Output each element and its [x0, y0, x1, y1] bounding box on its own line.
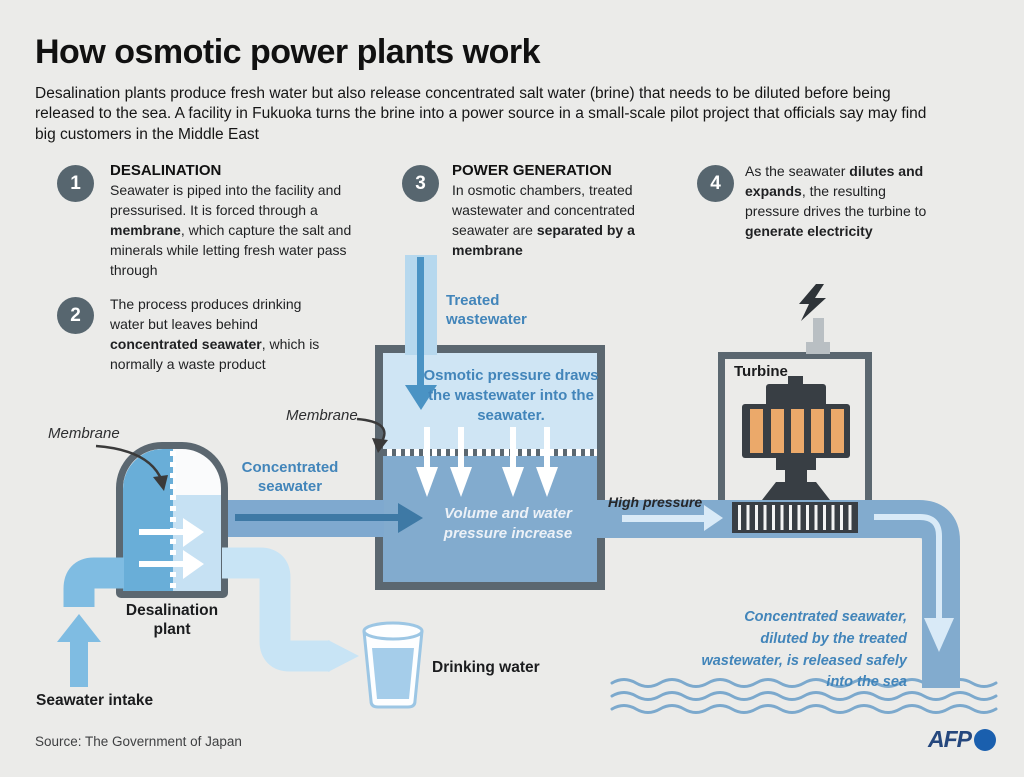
tank-membrane-arrows — [139, 518, 204, 579]
step-4-text: As the seawater — [745, 163, 850, 179]
step-1-bold: membrane — [110, 221, 181, 238]
step-2-bold: concentrated seawater — [110, 335, 262, 352]
turbine-label: Turbine — [734, 363, 788, 380]
volume-pressure-note: Volume and water pressure increase — [443, 505, 573, 543]
concentrated-flow-arrow — [398, 503, 423, 533]
step-4-text-2: , the resulting pressure drives the turb… — [745, 182, 927, 219]
page-title: How osmotic power plants work — [35, 33, 541, 71]
step-2-number: 2 — [57, 297, 94, 334]
afp-logo-circle-icon — [974, 728, 996, 751]
electricity-pole — [806, 318, 830, 354]
intake-arrow-head — [57, 614, 101, 642]
sea-release-note: Concentrated seawater, diluted by the tr… — [701, 609, 907, 691]
tank-freshwater-side — [173, 495, 221, 591]
step-3-body: In osmotic chambers, treated wastewater … — [452, 181, 644, 261]
treated-flow-arrow — [405, 385, 437, 410]
step-1-heading: DESALINATION — [110, 162, 222, 179]
step-4-number: 4 — [697, 165, 734, 202]
step-1-text: Seawater is piped into the facility and … — [110, 182, 342, 218]
concentrated-seawater-pipe — [228, 500, 423, 537]
turbine-blades-stripes — [738, 505, 852, 530]
step-2-text-2: , which is normally a waste product — [110, 335, 320, 372]
chamber-membrane-dotted-line — [383, 449, 597, 456]
treated-wastewater-pipe — [405, 255, 437, 410]
intro-paragraph: Desalination plants produce fresh water … — [35, 85, 927, 143]
step-1-text-2: , which capture the salt and minerals wh… — [110, 221, 352, 278]
step-3-text: In osmotic chambers, treated wastewater … — [452, 182, 635, 238]
afp-logo-text: AFP — [928, 726, 972, 752]
membrane-pointer-chamber — [356, 417, 388, 453]
step-4-bold-2: generate electricity — [745, 222, 873, 239]
lightning-bolt-icon — [799, 284, 826, 321]
step-1-number: 1 — [57, 165, 94, 202]
osmosis-arrows — [416, 427, 558, 497]
generator-coils — [750, 409, 844, 453]
drinking-water-glass-icon — [362, 621, 424, 709]
membrane-label-chamber: Membrane — [286, 407, 358, 424]
step-4-body: As the seawater dilutes and expands, the… — [745, 162, 930, 242]
step-3-heading: POWER GENERATION — [452, 162, 612, 179]
desalination-tank — [116, 442, 228, 598]
source-credit: Source: The Government of Japan — [35, 734, 242, 749]
high-pressure-label: High pressure — [608, 494, 703, 510]
step-4-bold: dilutes and expands — [745, 163, 924, 199]
desalination-plant-label: Desalination plant — [125, 602, 219, 638]
step-1-body: Seawater is piped into the facility and … — [110, 181, 358, 280]
treated-wastewater-label: Treated wastewater — [446, 292, 527, 328]
generator-icon — [742, 376, 850, 500]
step-2-body: The process produces drinking water but … — [110, 295, 325, 375]
tank-seawater-side — [123, 449, 173, 591]
drinking-water-pipe — [222, 547, 359, 672]
membrane-pointer-tank — [95, 444, 168, 491]
drinking-water-label: Drinking water — [432, 659, 540, 676]
sea-outflow-arrow — [874, 514, 954, 652]
drinking-arrow-head — [328, 640, 359, 672]
step-3-bold: separated by a membrane — [452, 221, 635, 258]
concentrated-seawater-label: Concentrated seawater — [241, 459, 339, 495]
osmotic-pressure-note: Osmotic pressure draws the wastewater in… — [423, 367, 599, 424]
high-pressure-flow-arrow — [622, 505, 723, 531]
membrane-label-tank: Membrane — [48, 425, 120, 442]
turbine-box — [718, 352, 872, 502]
turbine-blades-block — [732, 502, 858, 533]
step-2-text: The process produces drinking water but … — [110, 296, 302, 332]
tank-membrane-dotted-line — [170, 451, 176, 590]
afp-logo: AFP — [928, 726, 996, 753]
step-3-number: 3 — [402, 165, 439, 202]
seawater-intake-pipe — [57, 557, 124, 687]
seawater-intake-label: Seawater intake — [36, 692, 154, 709]
